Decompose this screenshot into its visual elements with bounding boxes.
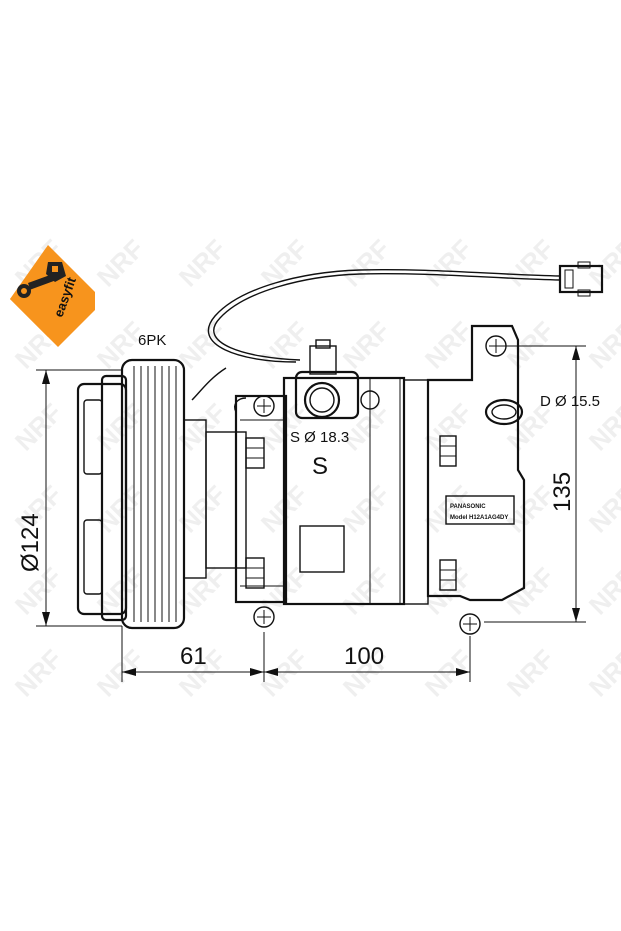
pulley-diameter-dimension: Ø124 — [17, 369, 122, 627]
nrf-watermark-tile: NRF — [255, 234, 314, 293]
mount-spacing-value: 100 — [344, 643, 384, 670]
nrf-watermark-tile: NRF — [501, 234, 560, 293]
nrf-watermark-tile: NRF — [91, 644, 150, 703]
nrf-watermark-tile: NRF — [583, 562, 621, 621]
nrf-watermark-text: NRF — [337, 398, 396, 457]
suction-letter: S — [312, 453, 328, 480]
easyfit-badge: easyfit — [10, 245, 95, 347]
nrf-watermark-tile: NRF — [173, 480, 232, 539]
nameplate-model: Model H12A1AG4DY — [450, 515, 508, 521]
pulley-diameter-value: Ø124 — [17, 513, 44, 572]
compressor-body — [205, 324, 526, 606]
suction-fitting — [294, 339, 380, 420]
nrf-watermark-text: NRF — [173, 398, 232, 457]
nameplate-brand: PANASONIC — [450, 504, 486, 510]
height-dimension: 135 — [484, 345, 586, 623]
nrf-watermark-tile: NRF — [501, 562, 560, 621]
nrf-watermark-tile: NRF — [501, 316, 560, 375]
nrf-watermark-text: NRF — [501, 644, 560, 703]
bolt-hole-icon — [253, 606, 275, 628]
nrf-watermark-text: NRF — [583, 480, 621, 539]
nrf-watermark-text: NRF — [419, 316, 478, 375]
nrf-watermark-tile: NRF — [173, 234, 232, 293]
nrf-watermark-tile: NRF — [173, 316, 232, 375]
nrf-watermark-text: NRF — [419, 234, 478, 293]
nrf-watermark-tile: NRF — [9, 398, 68, 457]
nrf-watermark-text: NRF — [501, 562, 560, 621]
nrf-watermark-tile: NRF — [419, 644, 478, 703]
nrf-watermark-tile: NRF — [337, 316, 396, 375]
belt-label: 6PK — [138, 332, 166, 349]
nrf-watermark-text: NRF — [501, 234, 560, 293]
nrf-watermark-tile: NRF — [583, 316, 621, 375]
nameplate: PANASONIC Model H12A1AG4DY — [445, 495, 515, 525]
nrf-watermark-text: NRF — [91, 644, 150, 703]
nrf-watermark-text: NRF — [337, 234, 396, 293]
nrf-watermark-text: NRF — [91, 234, 150, 293]
nrf-watermark-tile: NRF — [337, 234, 396, 293]
discharge-port-label: D Ø 15.5 — [540, 393, 600, 410]
nrf-watermark-tile: NRF — [91, 234, 150, 293]
nrf-watermark-tile: NRF — [337, 480, 396, 539]
horizontal-dimensions: 61 100 — [121, 626, 471, 682]
nrf-watermark-text: NRF — [173, 234, 232, 293]
nrf-watermark-tile: NRF — [337, 562, 396, 621]
nrf-watermark-text: NRF — [583, 316, 621, 375]
hex-bolts — [245, 435, 457, 591]
pulley-offset-value: 61 — [180, 643, 207, 670]
bolt-hole-icon — [253, 395, 275, 417]
nrf-watermark-text: NRF — [173, 316, 232, 375]
height-value: 135 — [549, 472, 576, 512]
suction-port-label: S Ø 18.3 — [290, 429, 349, 446]
nrf-watermark-text: NRF — [583, 562, 621, 621]
nrf-watermark-text: NRF — [255, 316, 314, 375]
nrf-watermark-tile: NRF — [501, 644, 560, 703]
nrf-watermark-tile: NRF — [419, 234, 478, 293]
nrf-watermark-tile: NRF — [337, 398, 396, 457]
discharge-fitting — [484, 398, 524, 426]
bolt-hole-icon — [459, 613, 481, 635]
nrf-watermark-text: NRF — [255, 234, 314, 293]
nrf-watermark-tile: NRF — [419, 316, 478, 375]
nrf-watermark-text: NRF — [337, 480, 396, 539]
nrf-watermark-text: NRF — [419, 644, 478, 703]
nrf-watermark-text: NRF — [173, 480, 232, 539]
nrf-watermark-text: NRF — [501, 316, 560, 375]
nrf-watermark-text: NRF — [337, 316, 396, 375]
nrf-watermark-tile: NRF — [583, 480, 621, 539]
nrf-watermark-text: NRF — [9, 398, 68, 457]
nrf-watermark-text: NRF — [337, 562, 396, 621]
wrench-icon — [17, 262, 66, 298]
sensor-wire — [191, 268, 561, 401]
nrf-watermark-tile: NRF — [255, 316, 314, 375]
nrf-watermark-text: NRF — [583, 644, 621, 703]
wire-connector — [558, 261, 604, 297]
nrf-watermark-tile: NRF — [9, 644, 68, 703]
nrf-watermark-tile: NRF — [173, 398, 232, 457]
nrf-watermark-tile: NRF — [173, 562, 232, 621]
nrf-watermark-tile: NRF — [583, 644, 621, 703]
nrf-watermark-text: NRF — [9, 644, 68, 703]
nrf-watermark-text: NRF — [173, 562, 232, 621]
